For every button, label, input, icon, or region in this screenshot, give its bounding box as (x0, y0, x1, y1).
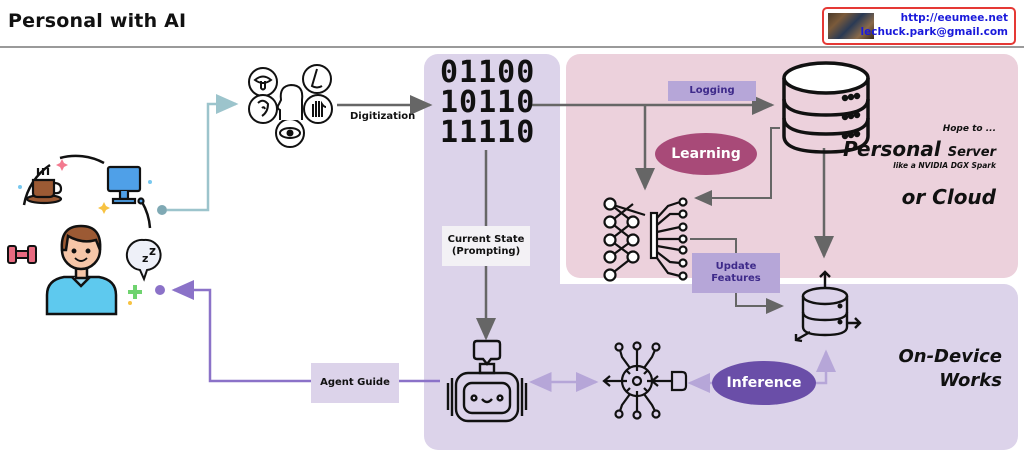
server-word: Server (947, 145, 996, 160)
contact-url-link[interactable]: http://eeumee.net (900, 12, 1008, 24)
sleep-bubble-icon: z z (125, 238, 162, 282)
ai-processor-icon (602, 341, 688, 420)
svg-text:z: z (142, 252, 148, 265)
server-region (566, 54, 1018, 278)
on-device-line: On-Device (898, 346, 1002, 367)
person-lifestyle-icon (22, 154, 152, 316)
agent-guide-label: Agent Guide (311, 363, 399, 403)
coffee-icon (25, 168, 63, 205)
digitization-label: Digitization (350, 111, 416, 122)
personal-server-title: Personal Server (843, 137, 996, 161)
neural-network-icon (603, 197, 688, 282)
hope-text: Hope to ... (942, 124, 996, 134)
svg-text:z: z (149, 244, 156, 258)
dumbbell-icon (7, 245, 37, 264)
profile-thumbnail (828, 13, 874, 39)
inference-to-db-arrow (816, 349, 836, 385)
local-database-icon (794, 270, 862, 343)
robot-agent-icon (446, 339, 528, 423)
contact-badge: http://eeumee.net lechuck.park@gmail.com (822, 7, 1016, 45)
learning-oval: Learning (655, 133, 757, 175)
input-arrow (157, 94, 239, 215)
personal-word: Personal (842, 137, 941, 161)
contact-email-link[interactable]: lechuck.park@gmail.com (860, 26, 1008, 38)
device-region (424, 284, 1018, 450)
update-features-label: Update Features (692, 253, 780, 293)
inference-oval: Inference (712, 361, 816, 405)
current-state-label: Current State (Prompting) (442, 226, 530, 266)
works-line: Works (939, 370, 1002, 391)
page-title: Personal with AI (8, 10, 187, 32)
binary-line: 11110 (440, 115, 536, 150)
server-feedback-arrow (694, 127, 780, 206)
sparkle-decorations (18, 159, 152, 305)
binary-line: 01100 (440, 55, 536, 90)
dgx-note: like a NVIDIA DGX Spark (893, 161, 996, 170)
header-divider (0, 46, 1024, 48)
database-server-icon (782, 61, 870, 154)
logging-label: Logging (668, 81, 756, 101)
binary-line: 10110 (440, 85, 536, 120)
cloud-text: or Cloud (901, 185, 996, 209)
computer-icon (106, 165, 145, 205)
five-senses-icon (248, 64, 333, 148)
